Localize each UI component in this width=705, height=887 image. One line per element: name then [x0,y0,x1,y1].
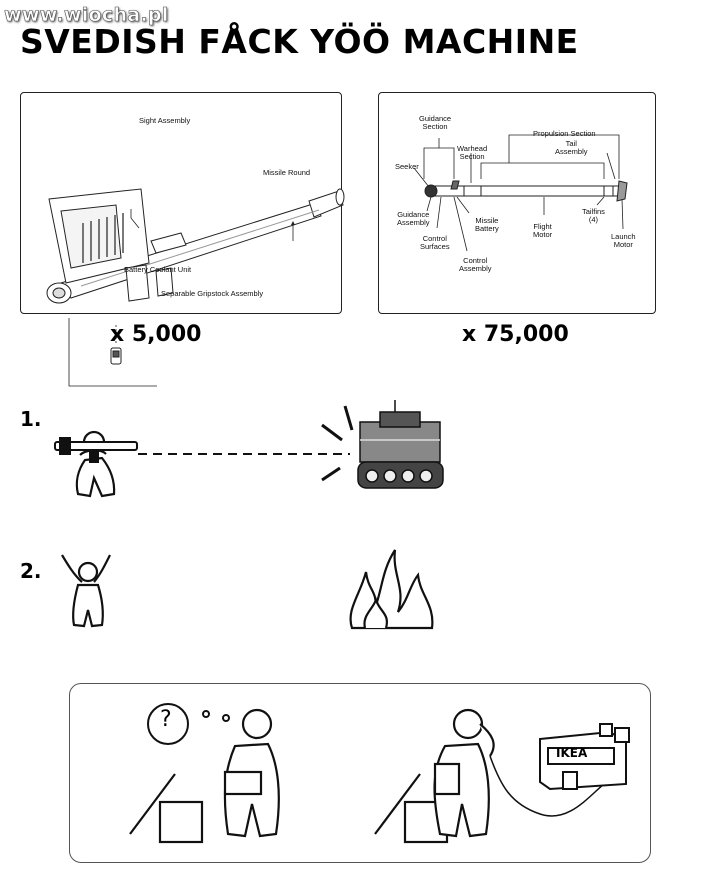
label-warhead-section: Warhead Section [457,144,488,161]
label-seeker: Seeker [395,162,419,171]
launcher-drawing [46,188,345,387]
label-guidance-assembly: Guidance Assembly [397,210,430,227]
watermark: www.wiocha.pl [4,4,169,27]
help-panel: ? IKEA [69,683,651,863]
step-2-illustration [61,549,434,630]
box-icon [129,773,204,844]
label-missile-battery: Missile Battery [475,216,499,233]
label-control-assembly: Control Assembly [459,256,492,273]
label-launch-motor: Launch Motor [611,232,636,249]
missile-quantity: x 75,000 [462,322,569,347]
label-propulsion-section: Propulsion Section [533,129,596,138]
store-icon [539,723,630,791]
label-guidance-section: Guidance Section [419,114,452,131]
label-gripstock: Separable Gripstock Assembly [161,289,264,298]
missile-drawing [413,134,628,252]
label-missile-round: Missile Round [263,168,311,177]
label-battery-coolant-unit: Battery Coolant Unit [124,265,192,274]
missile-diagram-panel: Guidance Section Warhead Section Propuls… [378,92,656,314]
help-illustration [129,703,630,844]
question-mark: ? [160,707,172,732]
tank-icon [357,400,444,489]
thought-bubble [147,703,189,745]
label-flight-motor: Flight Motor [533,222,553,239]
cheering-figure [61,554,111,628]
label-tailfins: Tailfins (4) [582,207,605,224]
launcher-diagram-panel: Sight Assembly Missile Round Battery Coo… [20,92,345,387]
page-title: SVEDISH FÅCK YÖÖ MACHINE [20,22,579,61]
label-sight-assembly: Sight Assembly [139,116,191,125]
launcher-quantity: x 5,000 [110,322,202,347]
fire-icon [349,549,434,630]
phoning-figure [433,708,495,838]
step-1-illustration [54,400,444,498]
confused-figure [223,708,280,838]
step-1-number: 1. [20,407,42,431]
store-sign: IKEA [556,746,588,760]
label-tail-assembly: Tail Assembly [555,139,588,156]
label-control-surfaces: Control Surfaces [420,234,450,251]
step-2-number: 2. [20,559,42,583]
